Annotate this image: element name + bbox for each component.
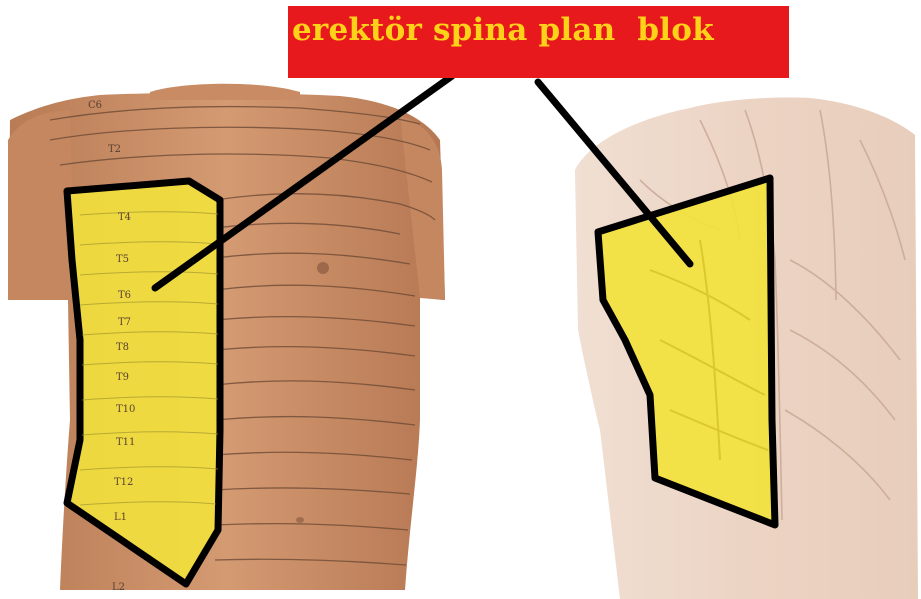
front-torso bbox=[8, 84, 445, 590]
front-torso-body bbox=[8, 93, 445, 590]
dermatome-label: C6 bbox=[88, 100, 102, 111]
title-text: erektör spina plan blok bbox=[292, 12, 714, 48]
nipple bbox=[317, 262, 329, 274]
dermatome-label: L2 bbox=[112, 582, 125, 593]
dermatome-label: T12 bbox=[114, 477, 133, 488]
dermatome-label: T11 bbox=[116, 437, 135, 448]
dermatome-label: T10 bbox=[116, 404, 135, 415]
dermatome-label: T2 bbox=[108, 144, 121, 155]
dermatome-label: T7 bbox=[118, 317, 131, 328]
dermatome-label: T5 bbox=[116, 254, 129, 265]
neck bbox=[150, 84, 300, 100]
dermatome-label: T9 bbox=[116, 372, 129, 383]
dermatome-label: L1 bbox=[114, 512, 127, 523]
dermatome-label: T6 bbox=[118, 290, 131, 301]
title-banner: erektör spina plan blok bbox=[288, 6, 789, 78]
dermatome-label: T4 bbox=[118, 212, 131, 223]
umbilicus bbox=[296, 517, 304, 523]
dermatome-label: T8 bbox=[116, 342, 129, 353]
